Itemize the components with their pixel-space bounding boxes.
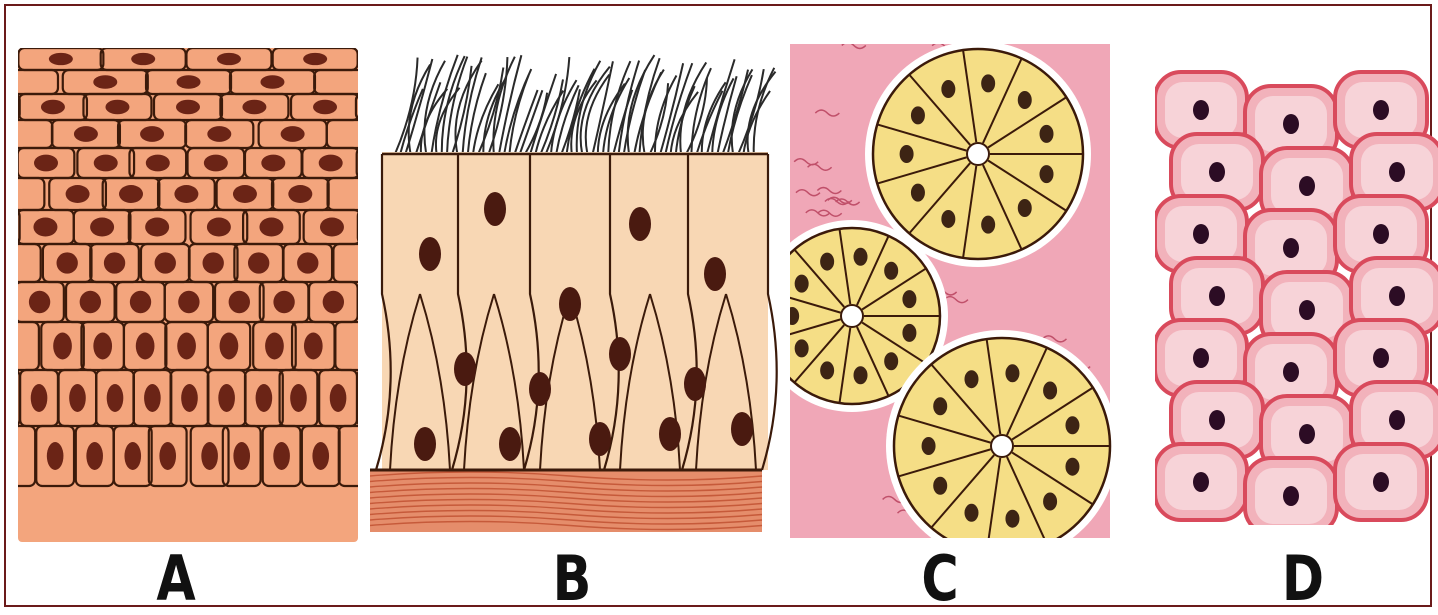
panel-c-illustration	[790, 44, 1126, 538]
panel-b-illustration	[370, 44, 780, 532]
panel-d-label: D	[1270, 548, 1336, 610]
panel-d-illustration	[1155, 70, 1438, 525]
ciliated-columnar-epithelium-icon	[370, 44, 780, 532]
stratified-squamous-epithelium-icon	[18, 48, 358, 542]
panel-c-label: C	[907, 548, 973, 610]
panel-a-illustration	[18, 48, 358, 542]
panel-a-label: A	[143, 548, 209, 610]
squamous-cells-icon	[1155, 70, 1438, 525]
glandular-epithelium-icon	[790, 44, 1126, 538]
panel-b-label: B	[539, 548, 605, 610]
